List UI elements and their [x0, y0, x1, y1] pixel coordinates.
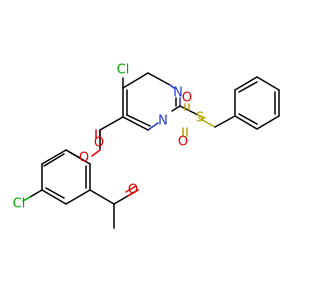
sulfur-label: S	[196, 111, 204, 126]
chlorine-bottom-label: Cl	[13, 197, 26, 212]
pyrimidine-ring	[122, 72, 181, 131]
sulfonyl-group	[179, 103, 236, 137]
chloro-substituent-bottom	[22, 189, 43, 202]
oxygen-acetyl-label: O	[128, 183, 138, 198]
acetyl-group	[89, 185, 139, 229]
molecule-canvas: Cl N N O O S O O O Cl	[13, 63, 280, 229]
oxygen-sulfonyl-top-label: O	[182, 91, 192, 106]
chlorine-top-label: Cl	[117, 63, 130, 78]
nitrogen-top-label: N	[173, 86, 183, 101]
ester-linkage	[65, 116, 124, 159]
chlorophenyl-ring	[41, 149, 91, 205]
nitrogen-bottom-label: N	[158, 114, 168, 129]
oxygen-ester-label: O	[79, 151, 89, 166]
oxygen-sulfonyl-bottom-label: O	[178, 135, 188, 150]
oxygen-carbonyl-label: O	[94, 136, 104, 151]
benzyl-ring	[234, 76, 280, 130]
